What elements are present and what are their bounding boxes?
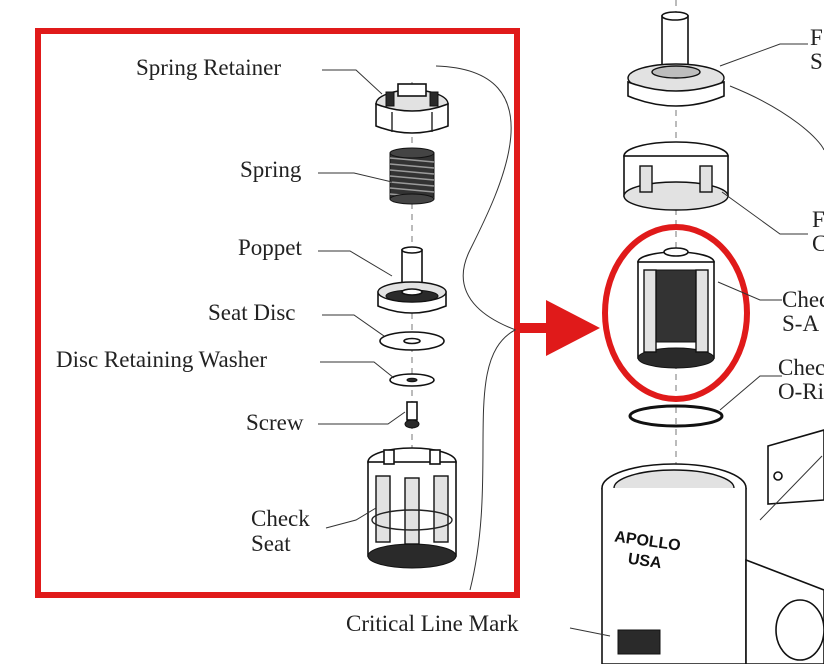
label-right-mid-a: F <box>812 207 824 232</box>
valve-body-part <box>601 463 824 664</box>
label-seat-disc: Seat Disc <box>208 300 296 325</box>
label-right-check-b: S-A <box>782 311 820 336</box>
label-spring-retainer: Spring Retainer <box>136 55 281 80</box>
highlight-circle <box>602 224 750 402</box>
poppet-part <box>377 246 447 314</box>
label-right-oring-a: Chec <box>778 355 824 380</box>
label-disc-retaining-washer: Disc Retaining Washer <box>56 347 268 372</box>
label-screw: Screw <box>246 410 304 435</box>
label-right-mid-b: C <box>812 231 824 256</box>
label-right-check-a: Chec <box>782 287 824 312</box>
check-seat-part <box>367 447 457 569</box>
screw-part <box>404 401 420 429</box>
label-right-top-b: S <box>810 49 823 74</box>
bracket-curve <box>435 65 516 591</box>
retainer-cage-part <box>623 141 729 211</box>
mounting-tab-part <box>767 429 824 505</box>
label-right-top-a: F <box>810 25 823 50</box>
label-critical-line-mark: Critical Line Mark <box>346 611 519 636</box>
label-check-seat-line1: Check <box>251 506 310 531</box>
bonnet-part <box>627 11 725 107</box>
check-valve-subassembly-part <box>637 247 715 369</box>
right-leader-lines <box>569 43 824 637</box>
label-check-seat-line2: Seat <box>251 531 291 556</box>
pointer-arrow <box>517 300 600 356</box>
leader-lines <box>318 69 406 529</box>
check-o-ring-part <box>628 404 724 428</box>
disc-retaining-washer-part <box>389 373 435 387</box>
spring-part <box>389 147 435 205</box>
label-right-oring-b: O-Ri <box>778 379 824 404</box>
label-poppet: Poppet <box>238 235 302 260</box>
callout-box <box>35 28 520 598</box>
seat-disc-part <box>379 331 445 351</box>
spring-retainer-part <box>375 83 449 134</box>
label-spring: Spring <box>240 157 302 182</box>
